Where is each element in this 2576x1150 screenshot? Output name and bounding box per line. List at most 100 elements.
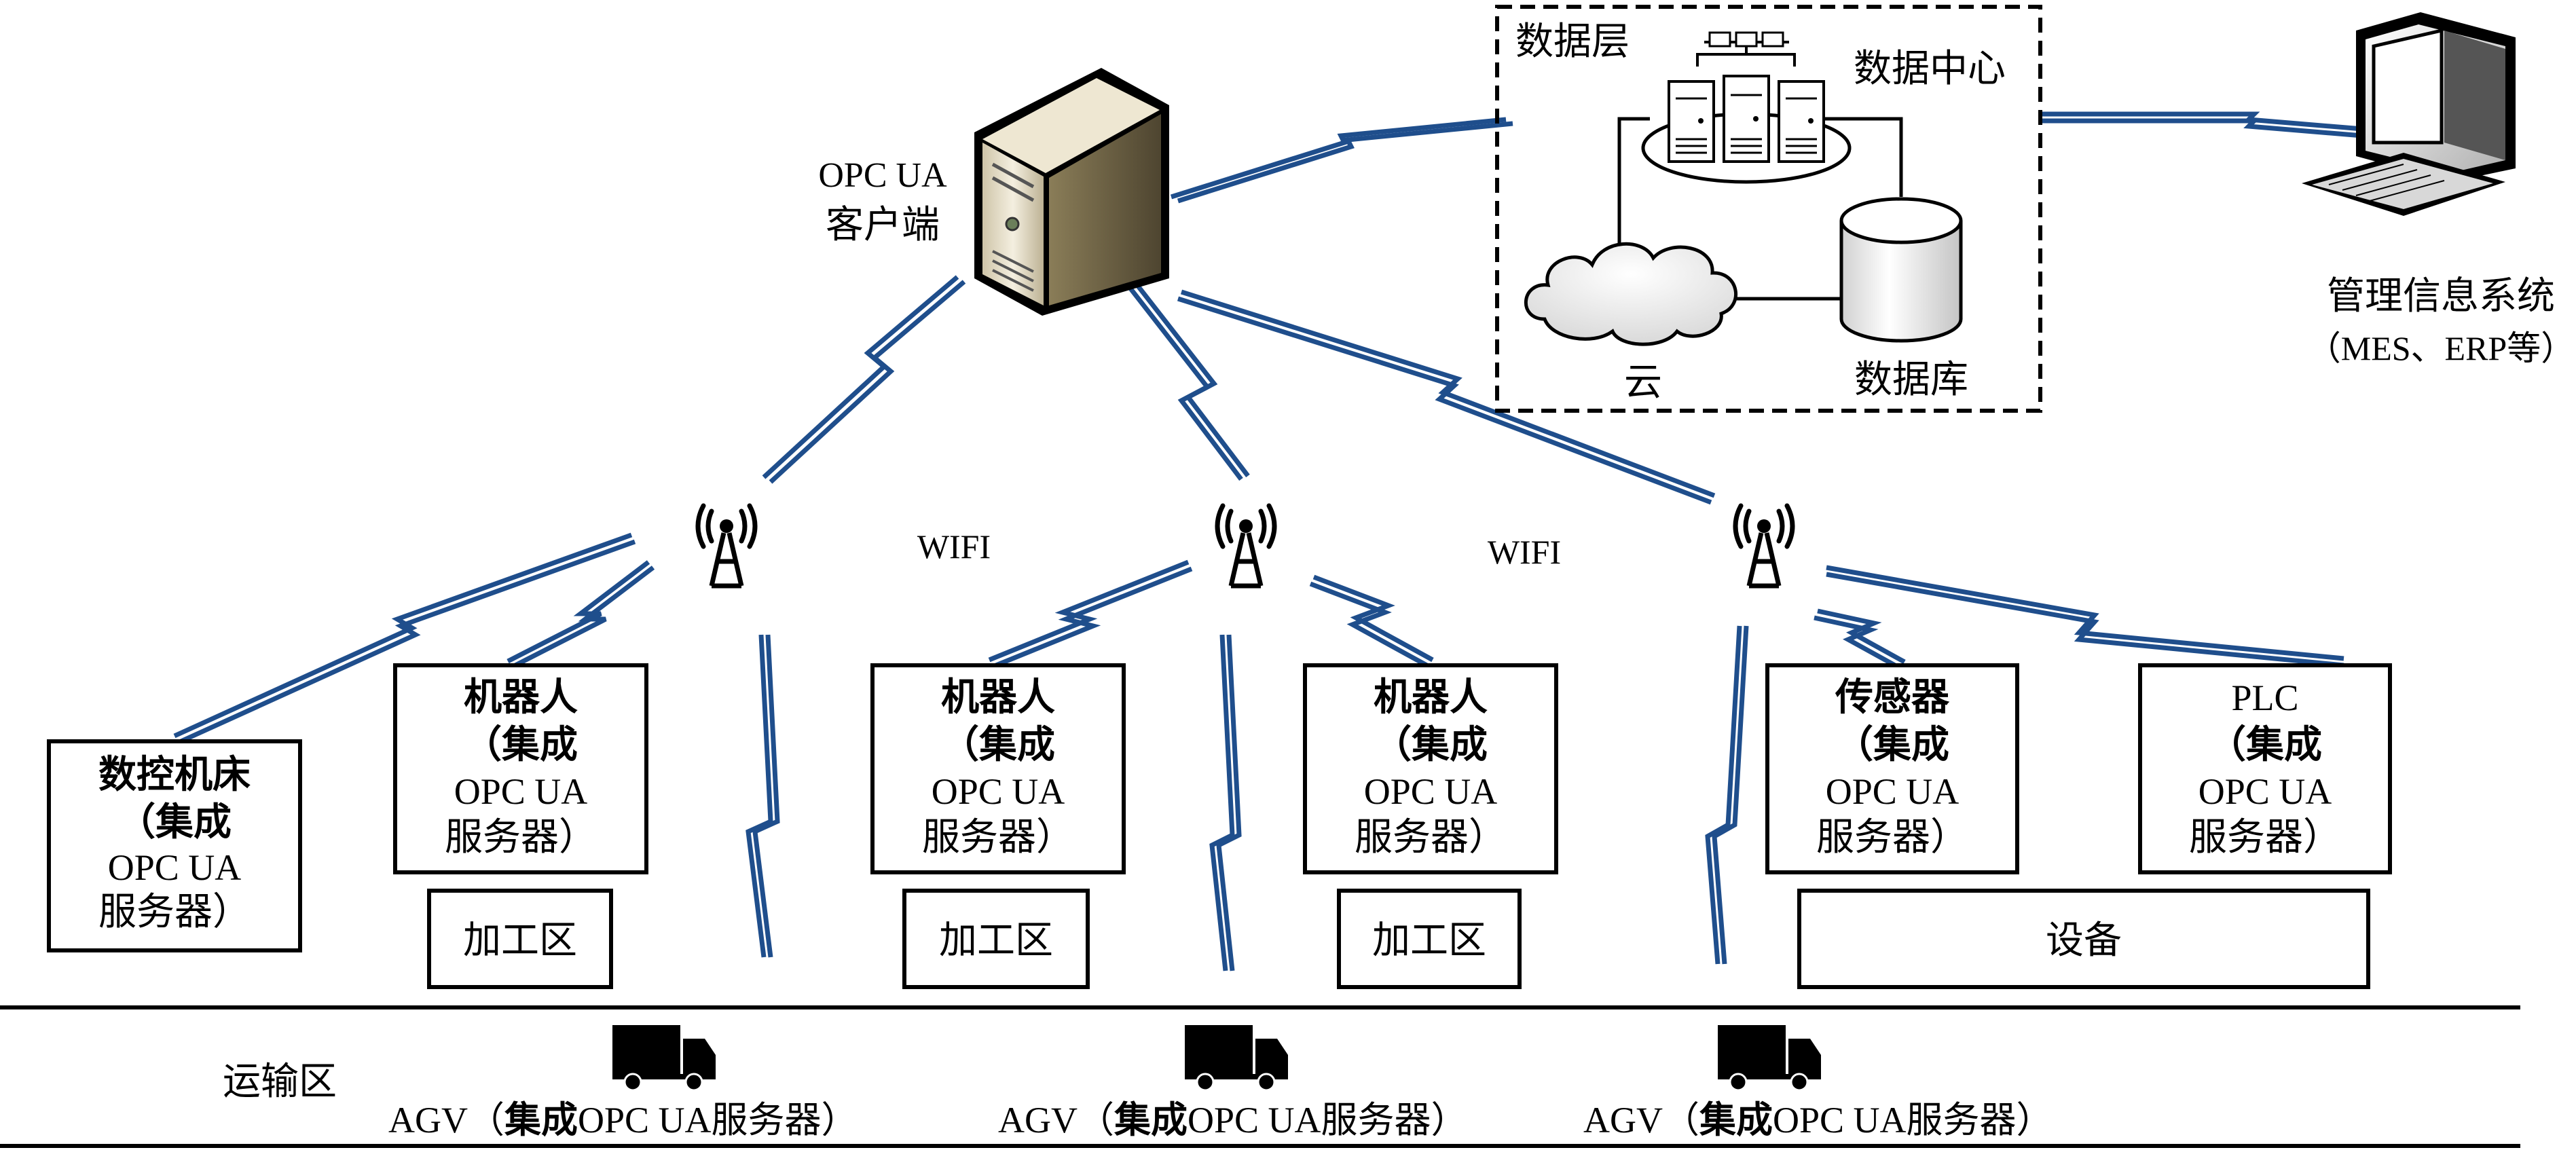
datacenter-label: 数据中心 <box>1854 48 2006 90</box>
area-label: 加工区 <box>463 920 577 962</box>
device-title: 机器人 <box>941 677 1055 719</box>
device-title: 数控机床 <box>98 754 251 796</box>
link-server-datacenter <box>1170 117 1507 200</box>
agv-label-part: 服务器） <box>1321 1100 1468 1140</box>
device-line: （集成 <box>1835 724 1949 766</box>
link-server-datacenter-2 <box>1177 121 1513 204</box>
device-line: （集成 <box>1374 724 1488 766</box>
device-box-robot: 机器人 （集成 OPC UA 服务器） <box>870 663 1126 874</box>
computer-icon <box>2302 12 2516 216</box>
antenna-icon <box>698 506 755 586</box>
wifi-label: WIFI <box>917 527 991 565</box>
device-title: 机器人 <box>1374 677 1488 719</box>
link-server-antenna2-2 <box>1135 283 1250 478</box>
link-antenna2-robot2-2 <box>988 559 1190 663</box>
link-antenna3-plc-2 <box>1826 565 2344 661</box>
link-antenna3-agv3-2 <box>1705 625 1742 965</box>
agv-label: AGV（集成OPC UA服务器） <box>388 1100 858 1140</box>
database-label: 数据库 <box>1854 359 1968 401</box>
device-line: （集成 <box>941 724 1055 766</box>
device-line: 服务器） <box>1355 817 1507 859</box>
data-layer-box <box>1495 5 2042 413</box>
link-antenna3-agv3 <box>1712 625 1749 965</box>
device-box-cnc: 数控机床 （集成 OPC UA 服务器） <box>47 739 302 952</box>
link-antenna3-plc <box>1826 572 2344 668</box>
link-antenna2-robot3-2 <box>1312 574 1434 663</box>
client-label-line2: 客户端 <box>826 204 940 246</box>
data-layer-connections <box>1617 117 1903 301</box>
server-icon <box>974 68 1169 316</box>
mis-label-line1: 管理信息系统 <box>2327 276 2555 318</box>
truck-icon <box>1183 1024 1289 1092</box>
link-antenna2-robot3 <box>1309 581 1431 669</box>
agv-label-part: AGV（ <box>998 1100 1114 1140</box>
link-antenna2-agv2-2 <box>1209 634 1235 971</box>
device-box-robot: 机器人 （集成 OPC UA 服务器） <box>1303 663 1558 874</box>
agv-label-part: AGV（ <box>1583 1100 1699 1140</box>
device-line: OPC UA <box>108 847 242 888</box>
area-box-equipment: 设备 <box>1797 889 2370 989</box>
cloud-icon <box>1524 242 1738 346</box>
device-line: OPC UA <box>932 771 1065 812</box>
device-line: OPC UA <box>1364 771 1498 812</box>
area-box: 加工区 <box>1337 889 1522 989</box>
link-antenna3-sensor <box>1814 615 1902 671</box>
device-title: 传感器 <box>1835 677 1950 719</box>
agv-label-part: 集成 <box>1699 1100 1773 1140</box>
agv-label-part: 集成 <box>1114 1100 1188 1140</box>
agv-label-part: 集成 <box>504 1100 578 1140</box>
device-line: OPC UA <box>2198 771 2332 812</box>
link-antenna2-agv2 <box>1216 634 1242 971</box>
area-label: 加工区 <box>939 920 1053 962</box>
device-line: 服务器） <box>1816 817 1968 859</box>
data-layer-title: 数据层 <box>1515 21 1630 63</box>
datacenter-icon <box>1641 31 1852 184</box>
database-icon <box>1839 197 1963 343</box>
device-box-plc: PLC （集成 OPC UA 服务器） <box>2138 663 2392 874</box>
agv-label-part: AGV（ <box>388 1100 504 1140</box>
area-label: 设备 <box>2046 920 2122 962</box>
area-box: 加工区 <box>902 889 1090 989</box>
link-antenna1-agv1-2 <box>746 634 773 958</box>
link-antenna1-robot1 <box>511 565 655 669</box>
agv-label: AGV（集成OPC UA服务器） <box>998 1100 1468 1140</box>
link-server-antenna2 <box>1128 286 1243 481</box>
mis-label-line2: （MES、ERP等） <box>2307 329 2575 367</box>
device-line: OPC UA <box>454 771 588 812</box>
client-label-line1: OPC UA <box>818 156 947 195</box>
link-antenna1-agv1 <box>752 634 780 958</box>
device-line: 服务器） <box>922 817 1074 859</box>
link-antenna1-cnc-2 <box>173 532 633 739</box>
link-server-antenna1-2 <box>762 275 959 479</box>
device-line: （集成 <box>117 801 232 844</box>
transport-label: 运输区 <box>223 1061 337 1103</box>
antenna-icon <box>1217 506 1274 586</box>
device-line: （集成 <box>464 724 578 766</box>
agv-label: AGV（集成OPC UA服务器） <box>1583 1100 2053 1140</box>
truck-icon <box>1716 1024 1822 1092</box>
area-box: 加工区 <box>427 889 613 989</box>
device-line: 服务器） <box>445 817 597 859</box>
agv-label-part: OPC UA <box>1188 1100 1321 1140</box>
truck-icon <box>611 1024 717 1092</box>
device-title: PLC <box>2231 678 2298 718</box>
wireless-links <box>173 111 2363 971</box>
device-line: 服务器） <box>98 891 251 933</box>
device-line: OPC UA <box>1826 771 1959 812</box>
cloud-label: 云 <box>1624 362 1662 404</box>
agv-label-part: 服务器） <box>1907 1100 2053 1140</box>
agv-label-part: OPC UA <box>578 1100 712 1140</box>
device-line: （集成 <box>2208 724 2322 766</box>
device-title: 机器人 <box>464 677 578 719</box>
link-datacenter-mis <box>2042 111 2363 132</box>
device-line: 服务器） <box>2189 817 2341 859</box>
link-datacenter-mis-2 <box>2042 118 2363 138</box>
antenna-icon <box>1735 506 1792 586</box>
wifi-label: WIFI <box>1488 533 1561 571</box>
link-antenna3-sensor-2 <box>1817 608 1906 665</box>
agv-label-part: 服务器） <box>712 1100 858 1140</box>
link-antenna1-robot1-2 <box>507 560 650 664</box>
area-label: 加工区 <box>1372 920 1486 962</box>
link-server-antenna3-2 <box>1180 289 1716 498</box>
